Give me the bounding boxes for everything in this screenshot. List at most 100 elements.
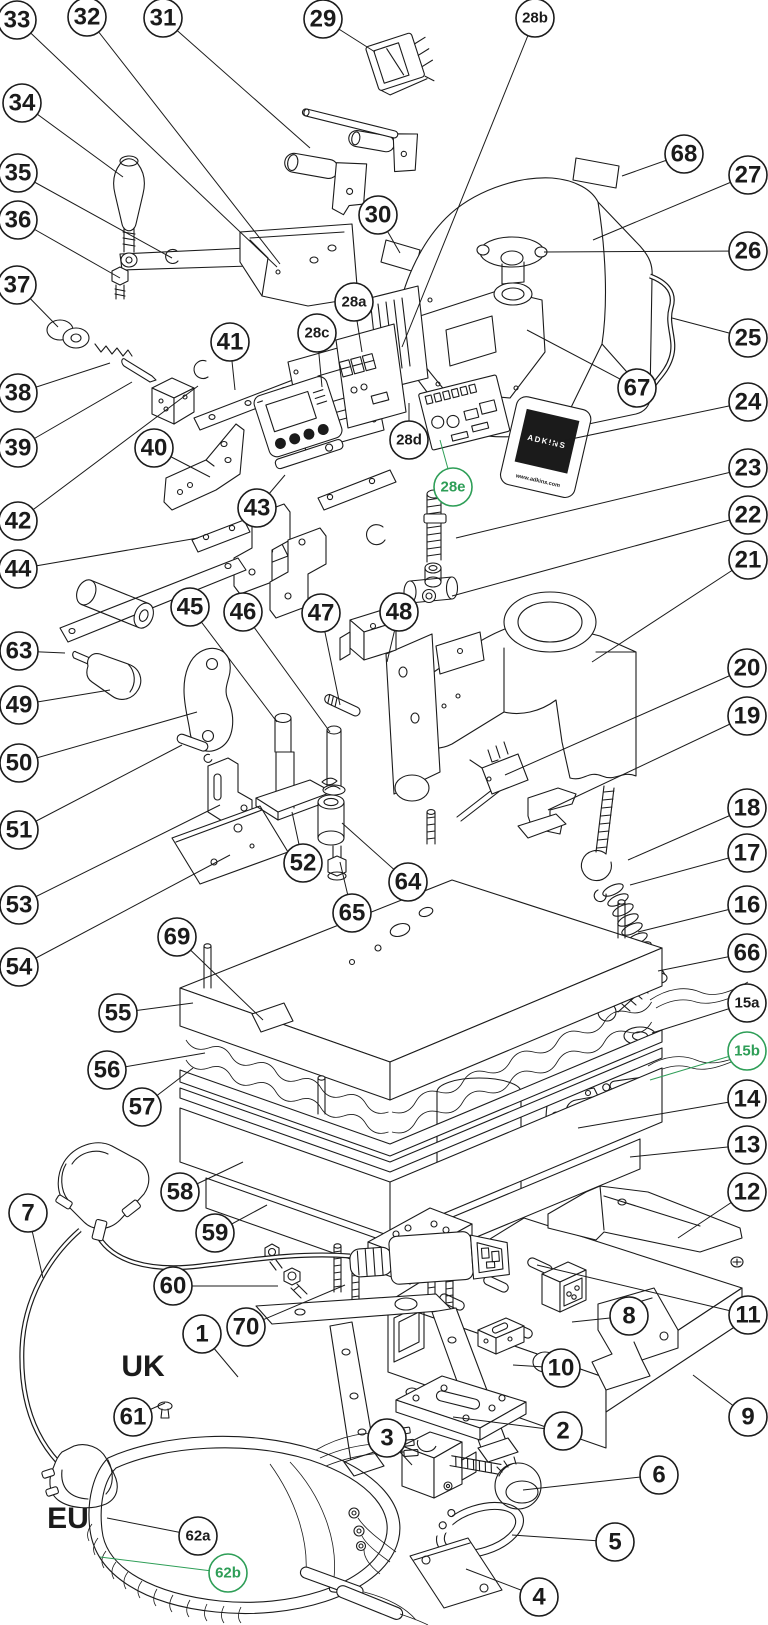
eu-label: EU [47,1502,89,1535]
bolt-65 [327,845,347,881]
callout-62b: 62b [208,1553,248,1593]
callout-5: 5 [595,1522,635,1562]
platen-stack [179,879,663,1274]
callout-22: 22 [728,495,768,535]
svg-text:37: 37 [4,272,31,299]
leader-line-33 [16,19,278,268]
svg-text:23: 23 [735,455,762,482]
svg-text:57: 57 [129,1094,156,1121]
latch-pins [284,108,419,216]
svg-text:18: 18 [734,795,761,822]
callout-70: 70 [226,1307,266,1347]
svg-text:6: 6 [652,1462,665,1489]
svg-text:2: 2 [556,1418,569,1445]
callout-18: 18 [727,788,767,828]
callout-29: 29 [303,0,343,39]
svg-text:3: 3 [380,1425,393,1452]
callout-41: 41 [210,322,250,362]
angle-bracket-40 [163,423,245,511]
svg-text:16: 16 [734,892,761,919]
leader-line-45 [189,606,278,723]
leader-line-11 [536,1264,749,1316]
svg-text:24: 24 [735,389,762,416]
callout-28b: 28b [515,0,555,38]
svg-text:47: 47 [308,600,335,627]
svg-text:62a: 62a [185,1528,211,1545]
svg-text:9: 9 [741,1404,754,1431]
callout-3: 3 [367,1418,407,1458]
svg-text:61: 61 [120,1404,147,1431]
callout-31: 31 [143,0,183,38]
callout-65: 65 [332,893,372,933]
small-spring [321,777,341,791]
eye-bolt-18 [580,785,615,903]
callout-51: 51 [0,810,39,850]
callout-33: 33 [0,0,37,40]
leader-line-17 [629,852,748,886]
guide-pin [317,1075,326,1115]
main-arm [385,591,637,802]
iec-connector [349,1231,510,1285]
callout-63: 63 [0,631,39,671]
handle-grip-49 [72,650,142,700]
callout-35: 35 [0,153,38,193]
callout-60: 60 [153,1266,193,1306]
svg-text:38: 38 [5,380,32,407]
housing-cover [396,177,676,438]
clamp-3 [401,1431,477,1499]
iec-inlet-8 [541,1261,587,1313]
svg-text:28e: 28e [440,479,465,496]
callout-55: 55 [98,993,138,1033]
callout-69: 69 [157,917,197,957]
callout-64: 64 [388,862,428,902]
svg-text:32: 32 [74,4,101,31]
stud [333,1243,342,1293]
spring [94,343,133,357]
slide-plate-2 [395,1375,527,1441]
callout-12: 12 [727,1172,767,1212]
svg-text:41: 41 [217,329,244,356]
callout-23: 23 [728,448,768,488]
svg-text:28c: 28c [304,325,329,342]
callout-52: 52 [283,843,323,883]
svg-text:19: 19 [734,703,761,730]
callout-26: 26 [728,231,768,271]
knob-screw-6 [449,1455,542,1510]
callout-61: 61 [113,1397,153,1437]
svg-text:29: 29 [310,6,337,33]
svg-text:45: 45 [177,594,204,621]
svg-text:59: 59 [202,1220,229,1247]
callout-11: 11 [728,1295,768,1335]
callout-8: 8 [609,1296,649,1336]
callout-15b: 15b [727,1031,767,1071]
callout-34: 34 [2,83,42,123]
callout-30: 30 [358,195,398,235]
wiring-harness [87,1426,429,1625]
leader-line-24 [532,401,749,448]
cam-lever-50 [183,647,234,752]
parts-artwork: ADKINS www.adkins.com [19,32,749,1625]
callout-40: 40 [134,428,174,468]
brand-label-24: ADKINS www.adkins.com [499,396,592,499]
svg-text:14: 14 [734,1086,761,1113]
svg-text:60: 60 [160,1273,187,1300]
foot-and-fasteners [46,319,209,425]
svg-text:42: 42 [5,508,32,535]
callout-54: 54 [0,947,39,987]
callout-66: 66 [727,933,767,973]
callout-36: 36 [0,200,38,240]
callout-1: 1 [182,1314,222,1354]
fittings-60 [264,1243,308,1299]
svg-text:66: 66 [734,940,761,967]
callout-43: 43 [237,488,277,528]
callout-62a: 62a [178,1516,218,1556]
guide-pin [617,899,626,939]
svg-text:4: 4 [532,1584,546,1611]
leader-line-67 [526,329,638,389]
svg-text:20: 20 [734,655,761,682]
callout-13: 13 [727,1125,767,1165]
leader-line-6 [522,1474,660,1491]
callout-28d: 28d [389,420,429,460]
